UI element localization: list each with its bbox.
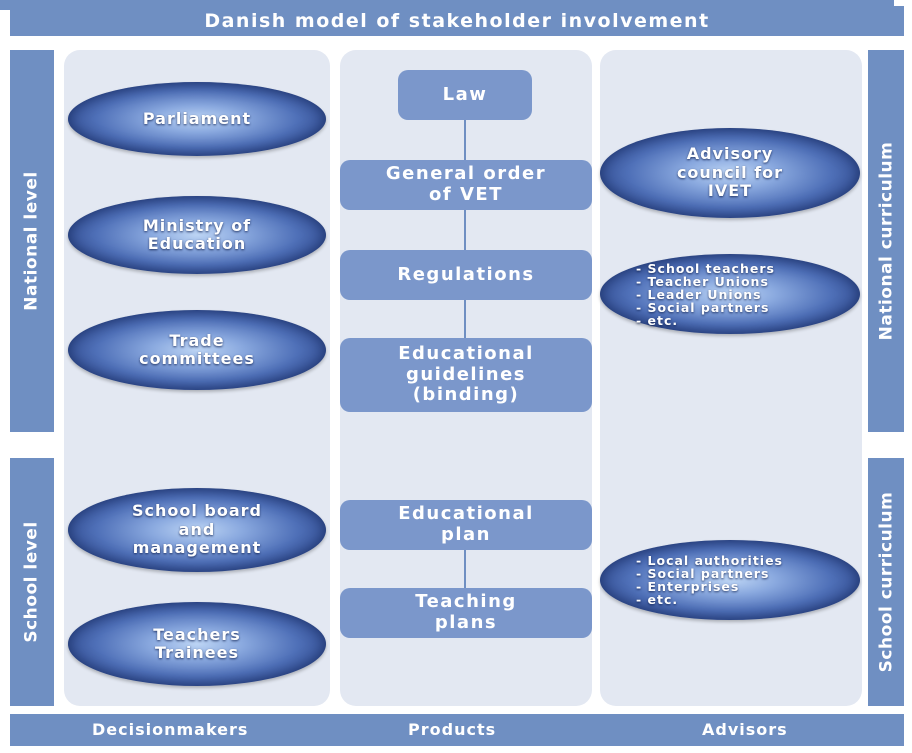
connector-line [464, 208, 466, 250]
parliament-node: Parliament [68, 82, 326, 156]
national-advisors-list-node: - School teachers - Teacher Unions - Lea… [600, 254, 860, 334]
connector-line [464, 298, 466, 338]
teaching-plans-box: Teaching plans [340, 588, 592, 638]
regulations-box: Regulations [340, 250, 592, 300]
teachers-trainees-node: Teachers Trainees [68, 602, 326, 686]
general-order-box: General order of VET [340, 160, 592, 210]
advisor-item: - etc. [636, 592, 679, 607]
level-divider [0, 0, 894, 10]
ministry-node: Ministry of Education [68, 196, 326, 274]
national-curriculum-label: National curriculum [868, 50, 904, 432]
advisor-item: - Enterprises [636, 579, 740, 594]
law-box: Law [398, 70, 532, 120]
advisor-item: - Social partners [636, 299, 770, 315]
decisionmakers-label: Decisionmakers [92, 720, 249, 739]
advisor-item: - etc. [636, 312, 679, 328]
advisor-item: - Teacher Unions [636, 273, 769, 289]
educational-guidelines-box: Educational guidelines (binding) [340, 338, 592, 412]
trade-committees-node: Trade committees [68, 310, 326, 390]
products-label: Products [408, 720, 497, 739]
school-board-node: School board and management [68, 488, 326, 572]
school-level-label: School level [10, 458, 54, 706]
advisors-label: Advisors [702, 720, 788, 739]
advisor-item: - School teachers [636, 260, 775, 276]
advisor-item: - Social partners [636, 566, 770, 581]
school-curriculum-label: School curriculum [868, 458, 904, 706]
educational-plan-box: Educational plan [340, 500, 592, 550]
diagram-title: Danish model of stakeholder involvement [10, 6, 904, 36]
connector-line [464, 118, 466, 160]
footer-bar: Decisionmakers Products Advisors [10, 714, 904, 746]
advisor-item: - Local authorities [636, 553, 783, 568]
connector-line [464, 548, 466, 590]
school-advisors-list-node: - Local authorities - Social partners - … [600, 540, 860, 620]
advisor-item: - Leader Unions [636, 286, 762, 302]
national-level-label: National level [10, 50, 54, 432]
advisory-council-node: Advisory council for IVET [600, 128, 860, 218]
